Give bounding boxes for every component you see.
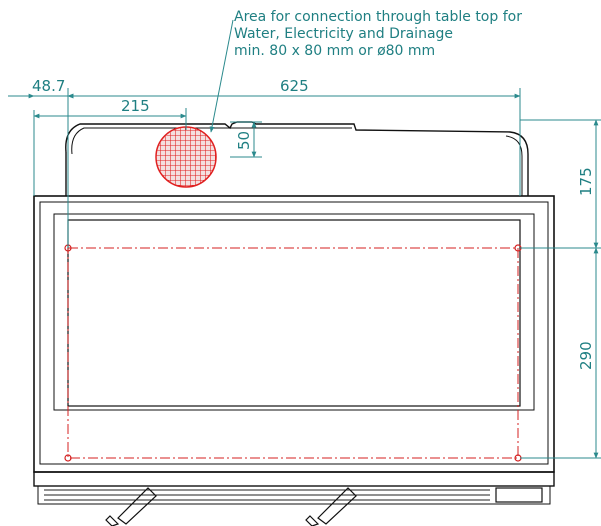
dimension-lines (8, 19, 601, 459)
foot-right (305, 487, 357, 526)
note-block: Area for connection through table top fo… (234, 9, 522, 59)
note-line-1: Area for connection through table top fo… (234, 9, 522, 25)
note-line-3: min. 80 x 80 mm or ø80 mm (234, 43, 435, 59)
dim-offset-left: 48.7 (32, 77, 65, 95)
connection-area (155, 126, 217, 188)
main-body (33, 195, 555, 473)
vent-slots (44, 489, 490, 501)
note-line-2: Water, Electricity and Drainage (234, 26, 453, 42)
mounting-holes (64, 244, 522, 462)
unit-outline (33, 121, 555, 526)
foot-left (105, 487, 157, 526)
mounting-hole-bottom-left (64, 454, 72, 462)
dim-width-total: 625 (280, 77, 309, 95)
base-plate (33, 471, 555, 487)
dim-area-depth: 50 (235, 131, 253, 150)
top-panel (65, 121, 529, 196)
dim-hole-spacing: 290 (577, 341, 595, 370)
hole-pattern-rect (67, 247, 519, 459)
note-leader (209, 19, 234, 133)
dim-to-area: 215 (121, 97, 150, 115)
dim-depth-top: 175 (577, 167, 595, 196)
